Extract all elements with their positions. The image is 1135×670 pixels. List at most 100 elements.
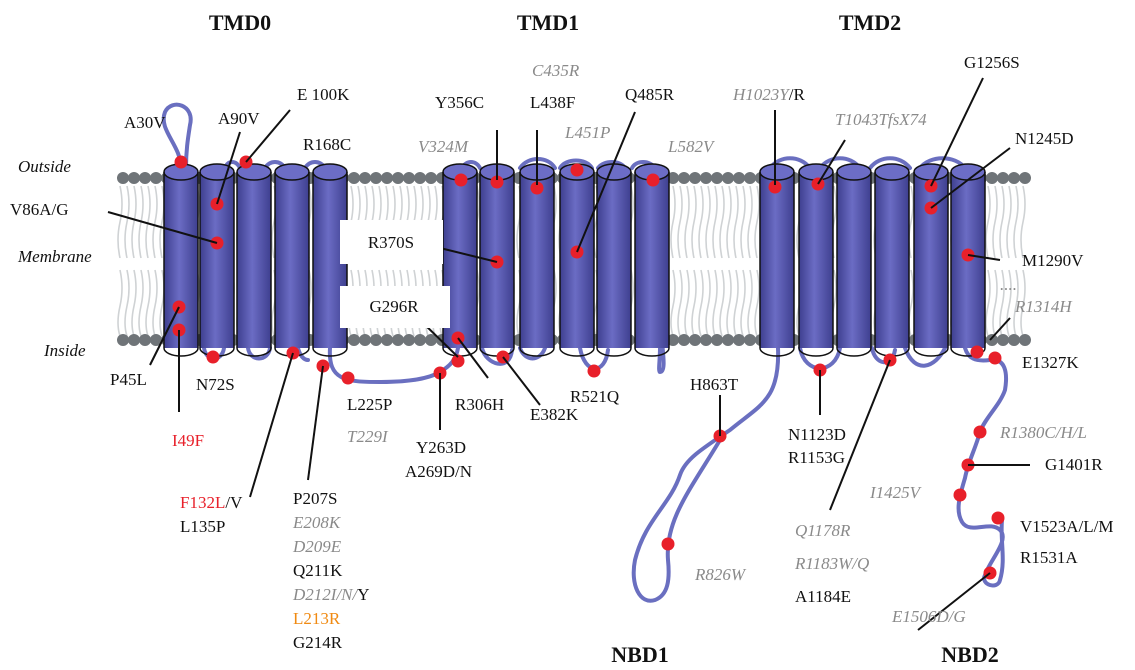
mut-e1327k: E1327K [1022, 353, 1079, 372]
lipid-head [700, 334, 712, 346]
mutation-site [974, 426, 987, 439]
label-nbd1: NBD1 [611, 642, 668, 667]
lipid-head [1019, 334, 1031, 346]
mut-l438f: L438F [530, 93, 575, 112]
mut-q211k: Q211K [293, 561, 343, 580]
lipid-head [117, 334, 129, 346]
mut-n72s: N72S [196, 375, 235, 394]
helix-top [837, 164, 871, 180]
lipid-tail [720, 186, 724, 336]
lipid-tail [713, 186, 717, 336]
mutation-site [954, 489, 967, 502]
lipid-head [1019, 172, 1031, 184]
mutation-site [662, 538, 675, 551]
helix-top [597, 164, 631, 180]
mutation-site [455, 174, 468, 187]
mut-i49f: I49F [172, 431, 204, 450]
mut-n1245d: N1245D [1015, 129, 1074, 148]
helix-13 [799, 164, 833, 356]
mut-i1425v: I1425V [869, 483, 923, 502]
lipid-tail [125, 186, 129, 336]
mut-f132l: F132L/V [180, 493, 243, 512]
helix-9 [560, 164, 594, 356]
lipid-head [744, 334, 756, 346]
mutation-site [647, 174, 660, 187]
lipid-head [425, 172, 437, 184]
helix-top [313, 164, 347, 180]
mut-r1314h: R1314H [1014, 297, 1073, 316]
lipid-head [139, 334, 151, 346]
mutation-site [571, 164, 584, 177]
lipid-head [711, 334, 723, 346]
helix-top [875, 164, 909, 180]
mut-y356c: Y356C [435, 93, 484, 112]
mut-l135p: L135P [180, 517, 225, 536]
lipid-head [392, 334, 404, 346]
mut-l451p: L451P [564, 123, 610, 142]
mut-ellipsis: .... [1000, 275, 1017, 294]
mut-c435r: C435R [532, 61, 580, 80]
label-membrane: Membrane [17, 247, 92, 266]
lipid-head [1008, 334, 1020, 346]
helix-4 [275, 164, 309, 356]
lipid-head [689, 172, 701, 184]
mut-y263d: Y263D [416, 438, 466, 457]
lipid-head [733, 334, 745, 346]
box-r370s: R370S [340, 220, 443, 264]
lipid-tail [748, 186, 752, 336]
mut-r521q: R521Q [570, 387, 619, 406]
helix-body [635, 172, 669, 348]
helix-2 [200, 164, 234, 356]
lipid-tail [741, 186, 745, 336]
mutation-site [989, 352, 1002, 365]
mut-d212: D212I/N/Y [292, 585, 370, 604]
mutation-site [175, 156, 188, 169]
mut-g1256s: G1256S [964, 53, 1020, 72]
lipid-head [392, 172, 404, 184]
mut-l582v: L582V [667, 137, 716, 156]
mutation-site [342, 372, 355, 385]
mut-r1183: R1183W/Q [794, 554, 869, 573]
mut-a1184e: A1184E [795, 587, 851, 606]
label-tmd0: TMD0 [209, 10, 271, 35]
lipid-tail [734, 186, 738, 336]
mut-t1043: T1043TfsX74 [835, 110, 927, 129]
mut-l225p: L225P [347, 395, 392, 414]
mut-h1023y: H1023Y/R [732, 85, 805, 104]
lipid-head [414, 334, 426, 346]
helix-body [520, 172, 554, 348]
mut-r1531a: R1531A [1020, 548, 1078, 567]
mut-q1178r: Q1178R [795, 521, 851, 540]
helix-top [760, 164, 794, 180]
leader-e382k [503, 357, 540, 405]
lipid-head [150, 172, 162, 184]
helix-top [914, 164, 948, 180]
mut-p45l: P45L [110, 370, 147, 389]
svg-text:R370S: R370S [368, 233, 414, 252]
lipid-head [986, 334, 998, 346]
mut-v1523: V1523A/L/M [1020, 517, 1114, 536]
mut-a90v: A90V [218, 109, 260, 128]
lipid-tail [153, 186, 157, 336]
lipid-tail [699, 186, 703, 336]
lipid-head [414, 172, 426, 184]
lipid-head [128, 334, 140, 346]
mut-p207s: P207S [293, 489, 337, 508]
svg-text:G296R: G296R [369, 297, 419, 316]
lipid-head [678, 334, 690, 346]
lipid-head [744, 172, 756, 184]
helix-3 [237, 164, 271, 356]
lipid-head [370, 172, 382, 184]
lipid-tail [678, 186, 682, 336]
helix-body [237, 172, 271, 348]
mut-d209e: D209E [292, 537, 342, 556]
lipid-head [722, 334, 734, 346]
box-g296r: G296R [340, 286, 450, 328]
mut-e208k: E208K [292, 513, 342, 532]
lipid-tail [146, 186, 150, 336]
mut-m1290v: M1290V [1022, 251, 1084, 270]
mut-r826w: R826W [694, 565, 747, 584]
lipid-tail [685, 186, 689, 336]
helix-top [275, 164, 309, 180]
lipid-tail [692, 186, 696, 336]
